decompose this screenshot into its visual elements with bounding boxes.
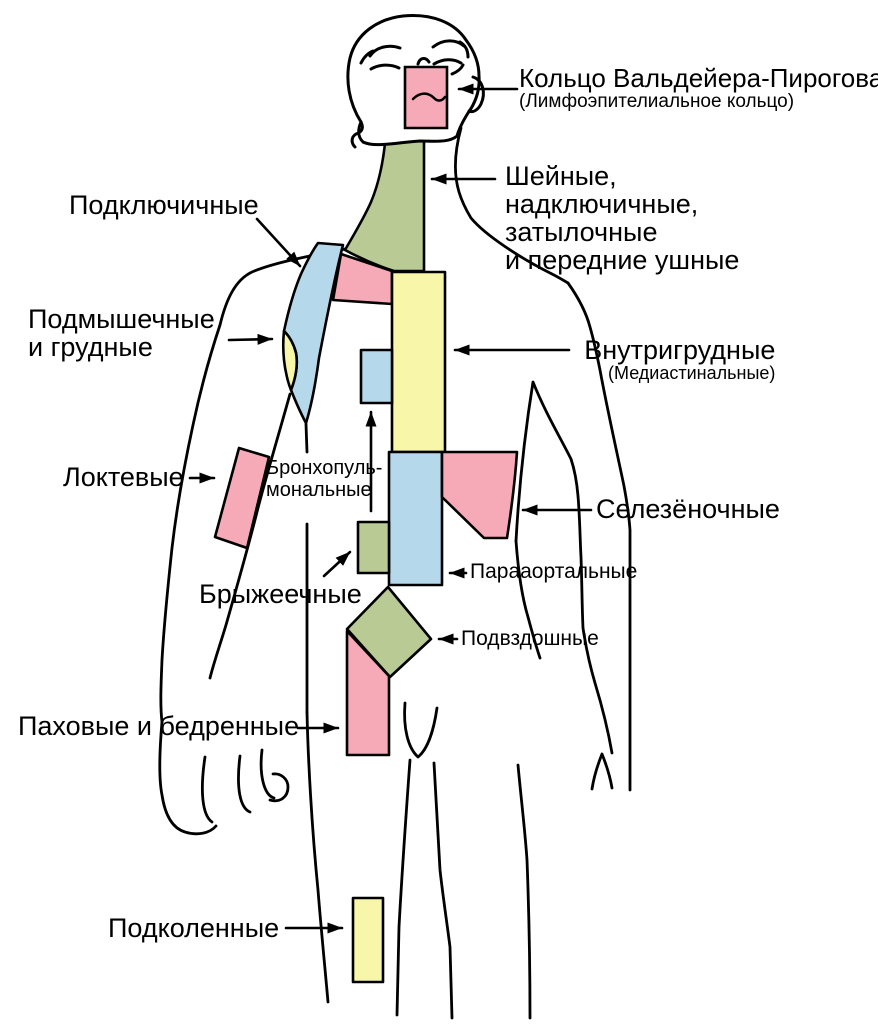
waldeyer-ring-region: [403, 65, 449, 130]
label-subclavian: Подключичные: [69, 190, 259, 220]
left-eye-icon: [369, 63, 401, 71]
inguinal-region: [345, 629, 391, 757]
mediastinal-region: [390, 270, 447, 454]
label-waldeyer: Кольцо Вальдейера-Пирогова (Лимфоэпители…: [519, 63, 878, 113]
label-cervical: Шейные, надключичные, затылочные и перед…: [505, 161, 740, 276]
label-paraaortic: Парааортальные: [470, 560, 638, 583]
nose-icon: [416, 57, 431, 66]
popliteal-region: [351, 896, 385, 984]
label-waldeyer-subtitle: (Лимфоэпителиальное кольцо): [519, 91, 795, 113]
mouth-icon: [411, 92, 447, 102]
label-intrathoracic-title: Внутригрудные: [584, 335, 776, 365]
paraaortic-region: [387, 450, 444, 587]
left-eyebrow-icon: [368, 44, 402, 58]
label-elbow: Локтевые: [63, 462, 184, 492]
cervical-region: [343, 131, 426, 273]
leader-arrows: [188, 83, 593, 934]
label-bronchopulmonary: Бронхопуль- мональные: [266, 457, 383, 502]
ear-icon: [467, 75, 485, 114]
label-popliteal: Подколенные: [108, 913, 280, 943]
mesenteric-arrow: [322, 550, 352, 578]
elbow-region: [213, 446, 271, 550]
axillary-region: [281, 329, 299, 392]
right-eyebrow-tail-icon: [458, 40, 470, 59]
label-iliac: Подвздошные: [461, 627, 599, 650]
body-outline: [158, 126, 632, 1020]
left-eyebrow-tail-icon: [359, 49, 375, 65]
label-axillary: Подмышечные и грудные: [28, 304, 215, 363]
label-intrathoracic-subtitle: (Медиастинальные): [608, 363, 776, 384]
splenic-region: [440, 450, 519, 540]
label-waldeyer-title: Кольцо Вальдейера-Пирогова: [519, 63, 878, 93]
label-inguinal: Паховые и бедренные: [18, 711, 300, 741]
label-splenic: Селезёночные: [596, 494, 780, 524]
right-eye-tail-icon: [450, 63, 465, 76]
bronchopulmonary-region: [359, 348, 394, 405]
sideburn-line: [350, 120, 364, 149]
axillary-arrow: [227, 333, 274, 345]
right-eye-icon: [432, 58, 463, 66]
label-mesenteric: Брыжеечные: [199, 579, 362, 609]
label-intrathoracic: Внутригрудные (Медиастинальные): [574, 336, 775, 383]
subclavian-region: [282, 241, 345, 425]
subclavian-arrow: [255, 217, 302, 268]
mesenteric-region: [356, 520, 391, 575]
